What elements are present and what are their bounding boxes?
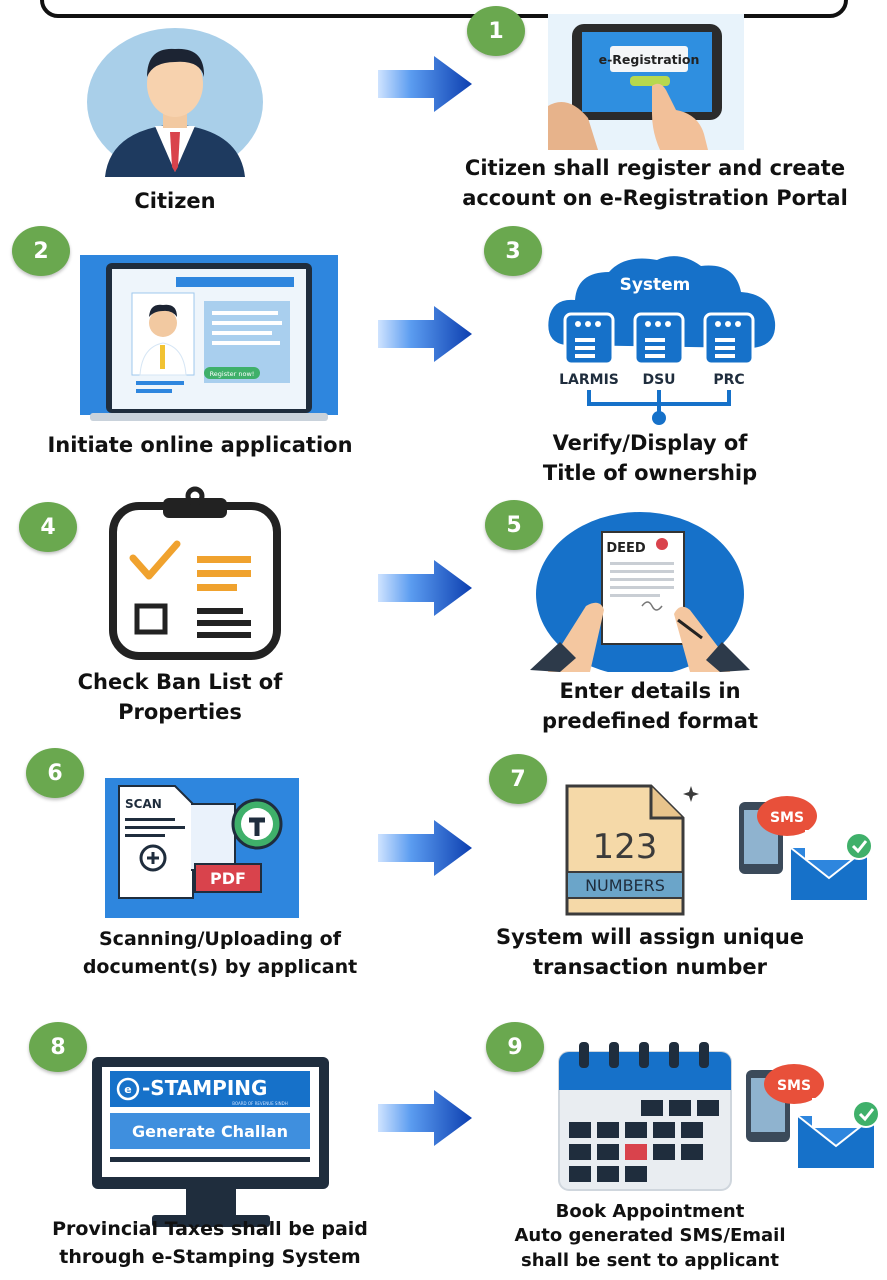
step-badge: 7 — [489, 754, 547, 804]
arrow-right-icon — [378, 56, 472, 112]
step-badge: 8 — [29, 1022, 87, 1072]
arrow-right-icon — [378, 1090, 472, 1146]
svg-text:NUMBERS: NUMBERS — [585, 876, 665, 895]
svg-text:DSU: DSU — [642, 372, 675, 388]
step-badge: 1 — [467, 6, 525, 56]
sms-email-notification-icon: SMS — [733, 790, 878, 902]
svg-text:PDF: PDF — [210, 869, 246, 888]
svg-text:SMS: SMS — [770, 810, 804, 826]
svg-text:Generate Challan: Generate Challan — [132, 1122, 288, 1141]
arrow-right-icon — [378, 820, 472, 876]
deed-document-icon: DEED — [530, 510, 750, 676]
step-8-caption: Provincial Taxes shall be paid through e… — [52, 1218, 368, 1268]
scan-upload-pdf-icon: SCAN PDF — [105, 778, 299, 918]
svg-text:e-Registration: e-Registration — [599, 52, 700, 67]
citizen-caption: Citizen — [134, 189, 216, 213]
step-6-caption: Scanning/Uploading of document(s) by app… — [82, 928, 358, 978]
arrow-right-icon — [378, 560, 472, 616]
online-application-laptop-icon: Register now! — [80, 255, 338, 423]
step-4-caption: Check Ban List of Properties — [77, 670, 283, 725]
system-cloud-icon: System LARMIS DSU PRC — [545, 250, 785, 428]
svg-text:e: e — [124, 1083, 131, 1096]
citizen-avatar — [75, 22, 275, 177]
svg-text:123: 123 — [593, 827, 658, 867]
step-2-caption: Initiate online application — [47, 433, 353, 457]
svg-text:System: System — [620, 275, 691, 295]
svg-text:-STAMPING: -STAMPING — [142, 1076, 267, 1100]
svg-text:PRC: PRC — [713, 372, 744, 388]
svg-text:Register now!: Register now! — [210, 370, 255, 378]
step-3-caption: Verify/Display of Title of ownership — [542, 431, 758, 486]
step-badge: 4 — [19, 502, 77, 552]
step-1-caption: Citizen shall register and create accoun… — [462, 156, 848, 211]
arrow-right-icon — [378, 306, 472, 362]
transaction-number-document-icon: 123 NUMBERS — [555, 780, 700, 920]
e-registration-tablet-icon: e-Registration — [548, 14, 744, 150]
svg-text:SCAN: SCAN — [125, 797, 162, 811]
svg-text:DEED: DEED — [606, 541, 646, 556]
step-badge: 6 — [26, 748, 84, 798]
step-badge: 9 — [486, 1022, 544, 1072]
ban-list-clipboard-icon — [105, 486, 285, 662]
svg-text:SMS: SMS — [777, 1078, 811, 1094]
step-9-caption: Book Appointment Auto generated SMS/Emai… — [514, 1201, 786, 1271]
step-badge: 3 — [484, 226, 542, 276]
appointment-calendar-icon — [555, 1042, 735, 1194]
step-7-caption: System will assign unique transaction nu… — [495, 925, 805, 980]
step-5-caption: Enter details in predefined format — [541, 679, 759, 734]
svg-text:LARMIS: LARMIS — [559, 372, 619, 388]
sms-email-notification-icon: SMS — [740, 1058, 885, 1170]
step-badge: 2 — [12, 226, 70, 276]
svg-text:BOARD OF REVENUE SINDH: BOARD OF REVENUE SINDH — [232, 1101, 287, 1106]
step-badge: 5 — [485, 500, 543, 550]
e-stamping-monitor-icon: e -STAMPING BOARD OF REVENUE SINDH Gener… — [88, 1055, 333, 1233]
